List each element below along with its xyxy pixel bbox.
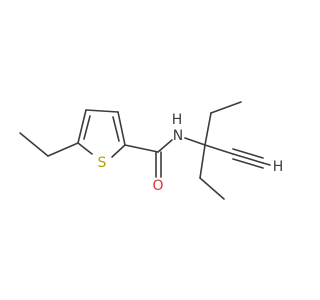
molecule-structure: S O N H H xyxy=(19,101,284,200)
bond-cq-ch2-upper xyxy=(204,112,212,146)
bond-c5-s1 xyxy=(77,142,93,155)
bond-carbonyl-n xyxy=(157,139,173,153)
atom-label-n: N xyxy=(173,128,183,144)
bond-cq-alkyne xyxy=(204,144,234,155)
bond-alkyne-c xyxy=(232,158,264,169)
bond-alkyne-h xyxy=(262,162,271,166)
atom-label-s: S xyxy=(98,155,107,171)
bond-c4-c5 xyxy=(77,109,87,144)
bond-ch2-ch3-lower xyxy=(199,177,225,200)
bond-c2-c3-inner xyxy=(112,116,120,142)
bond-alkyne-a xyxy=(232,148,264,159)
bond-n-cq xyxy=(184,137,206,146)
bond-ch2-ch3-upper xyxy=(210,101,242,114)
bond-c2-carbonyl xyxy=(124,144,159,153)
bond-c3-c4 xyxy=(85,109,119,113)
bond-alkyne-b xyxy=(232,153,264,164)
bond-c2-c3 xyxy=(117,111,126,146)
bond-cq-ch2-lower xyxy=(199,144,206,179)
atom-label-nh: H xyxy=(172,112,183,128)
bond-s1-c2 xyxy=(111,144,126,158)
bond-ethyl-ch3-ch2 xyxy=(19,132,49,157)
bond-ethyl-ch2-c5 xyxy=(47,142,79,157)
atom-label-o: O xyxy=(152,178,163,194)
atom-label-alkyne-h: H xyxy=(273,159,284,175)
bond-c4-c5-inner xyxy=(83,115,91,140)
